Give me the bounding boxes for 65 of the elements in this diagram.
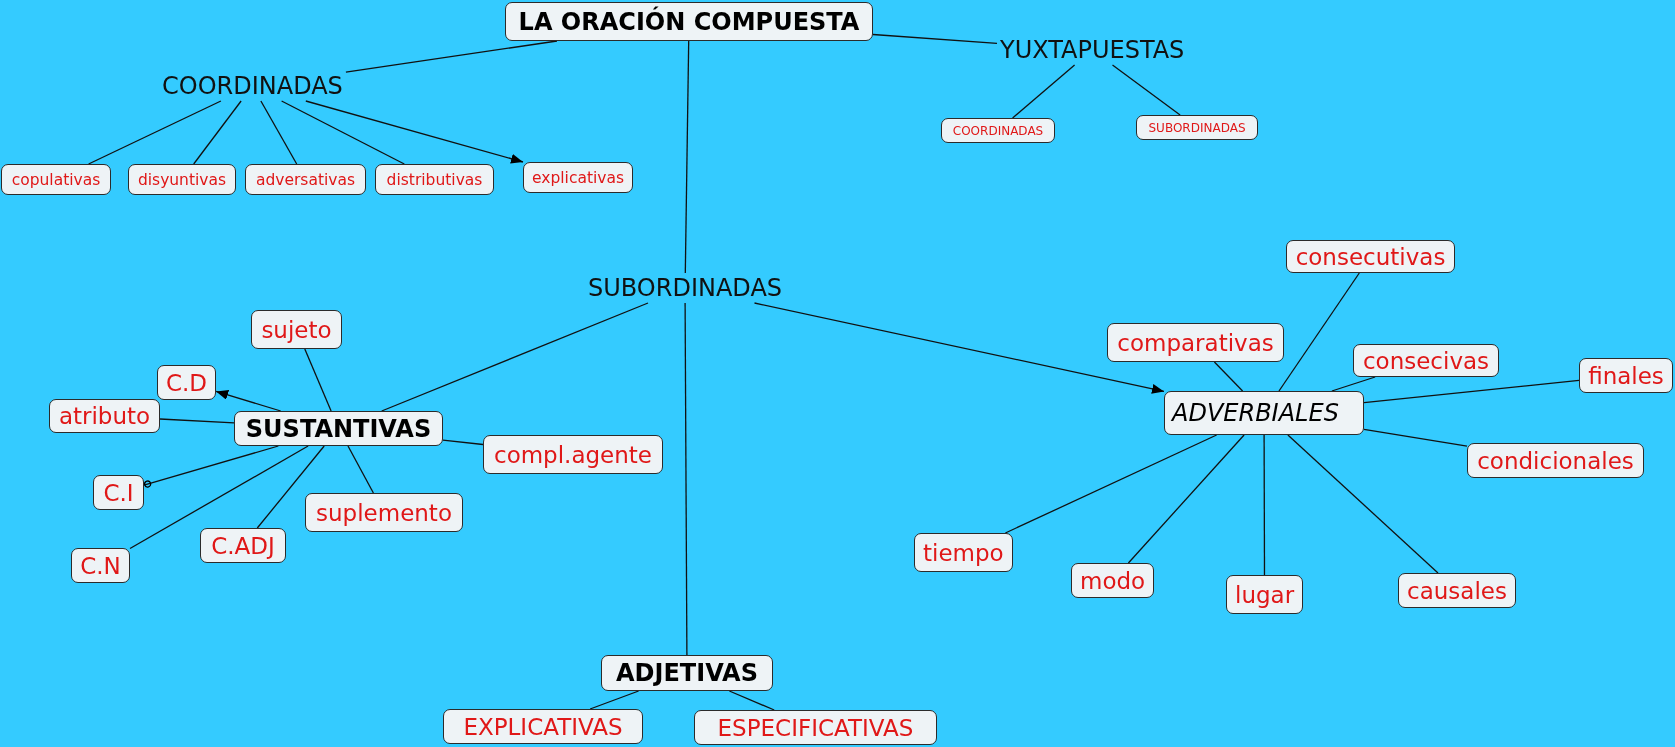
connector-line — [256, 445, 325, 529]
concept-box: explicativas — [523, 162, 634, 193]
connector-line — [1363, 428, 1468, 447]
concept-box: consecivas — [1353, 344, 1499, 377]
concept-box: C.I — [93, 475, 144, 510]
connector-line — [381, 302, 649, 412]
connector-line — [143, 445, 279, 488]
concept-box: adversativas — [245, 164, 366, 195]
concept-box: sujeto — [251, 310, 342, 349]
concept-box: modo — [1071, 563, 1155, 598]
category-label: YUXTAPUESTAS — [1000, 38, 1185, 62]
connector-line — [345, 40, 558, 73]
concept-box: ADJETIVAS — [601, 655, 773, 691]
concept-box: atributo — [49, 399, 160, 433]
arrow — [753, 302, 1165, 394]
concept-box: ESPECIFICATIVAS — [694, 710, 937, 745]
concept-box: ADVERBIALES — [1164, 391, 1364, 435]
category-label: SUBORDINADAS — [588, 276, 783, 300]
concept-box: distributivas — [375, 164, 494, 195]
connector-line — [1363, 379, 1580, 404]
concept-box: condicionales — [1467, 443, 1644, 478]
connector-line — [1213, 361, 1244, 392]
connector-line — [347, 445, 375, 494]
concept-box: EXPLICATIVAS — [443, 709, 643, 744]
concept-box: lugar — [1226, 575, 1304, 614]
category-label: COORDINADAS — [162, 74, 343, 98]
connector-line — [728, 690, 775, 711]
connector-line — [1331, 376, 1376, 392]
concept-box: suplemento — [305, 493, 463, 532]
connector-line — [1278, 272, 1360, 392]
connector-line — [1004, 434, 1218, 534]
concept-box: C.N — [71, 548, 130, 583]
connector-line — [589, 690, 640, 710]
connector-line — [1111, 64, 1181, 116]
connector-line — [159, 418, 235, 424]
connector-line — [1287, 434, 1439, 574]
concept-box: C.D — [157, 365, 217, 400]
connector-line — [304, 348, 332, 412]
arrow — [215, 390, 282, 412]
concept-box: comparativas — [1107, 323, 1284, 362]
concept-box: COORDINADAS — [941, 118, 1055, 143]
concept-box: SUSTANTIVAS — [234, 411, 443, 446]
connector-line — [1127, 434, 1245, 564]
connector-line — [684, 302, 688, 656]
concept-box: consecutivas — [1286, 240, 1455, 273]
title-box: LA ORACIÓN COMPUESTA — [505, 2, 873, 41]
connector-line — [129, 445, 309, 550]
concept-box: finales — [1579, 358, 1673, 393]
concept-box: copulativas — [1, 164, 111, 195]
connector-line — [442, 439, 484, 446]
connector-line — [87, 100, 222, 165]
connector-line — [684, 40, 690, 274]
connector-line — [872, 33, 998, 44]
connector-line — [1011, 64, 1076, 119]
concept-box: C.ADJ — [200, 528, 286, 563]
concept-box: SUBORDINADAS — [1136, 115, 1258, 140]
connector-line — [280, 100, 405, 165]
connector-line — [193, 100, 242, 165]
concept-box: tiempo — [914, 533, 1013, 572]
arrow — [305, 100, 524, 164]
concept-box: disyuntivas — [128, 164, 236, 195]
concept-box: causales — [1398, 573, 1516, 608]
concept-box: compl.agente — [483, 435, 663, 474]
connector-line — [260, 100, 298, 165]
connector-line — [1263, 434, 1266, 576]
